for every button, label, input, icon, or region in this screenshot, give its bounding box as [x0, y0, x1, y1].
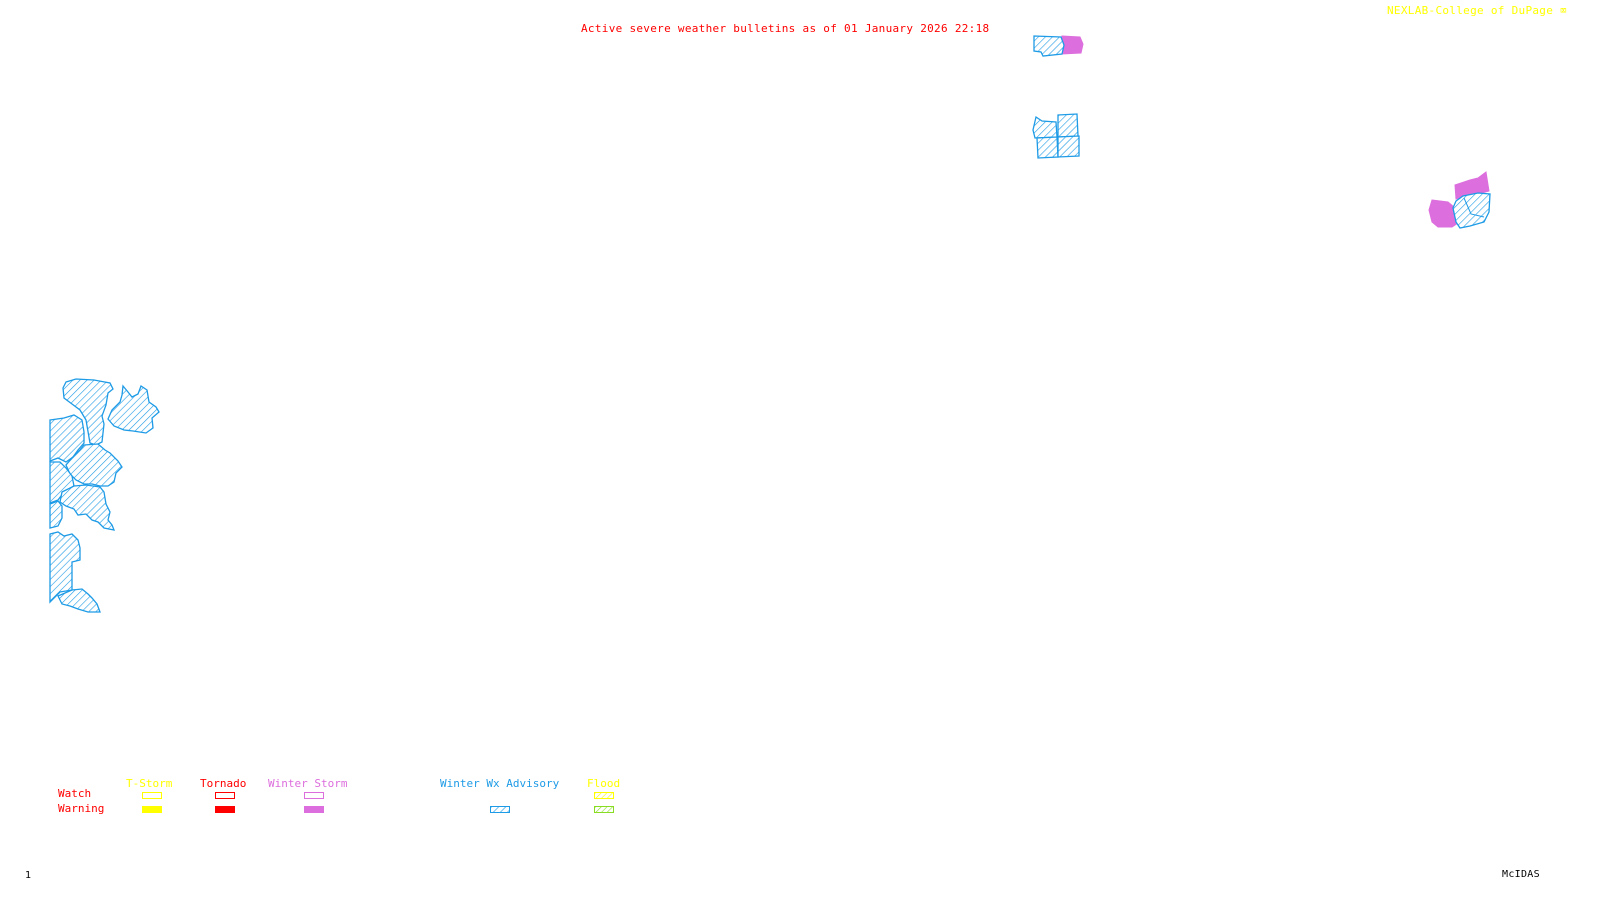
winter-storm-warning-swatch — [304, 806, 324, 813]
winter-advisory-area — [59, 484, 116, 531]
winter-advisory-area — [1452, 192, 1491, 229]
credit-text: NEXLAB-College of DuPage — [1387, 4, 1554, 17]
legend-header-winter-storm: Winter Storm — [268, 777, 348, 790]
tstorm-watch-swatch — [142, 792, 162, 799]
winter-advisory-area — [57, 588, 101, 613]
legend-header-winter-wx-advisory: Winter Wx Advisory — [440, 777, 560, 790]
tornado-warning-swatch — [215, 806, 235, 813]
frame-number: 1 — [25, 870, 32, 881]
mcidas-label: McIDAS — [1502, 869, 1540, 880]
flood-warning-swatch — [594, 806, 614, 813]
winter-advisory-area — [65, 443, 123, 487]
legend-row-watch: Watch — [58, 787, 92, 800]
winter-advisory-area — [1032, 115, 1058, 139]
winter-storm-watch-swatch — [304, 792, 324, 799]
winter-storm-warning-area — [1061, 35, 1084, 55]
area-north-central-pair[interactable] — [1033, 35, 1084, 57]
tstorm-warning-swatch — [142, 806, 162, 813]
winter-advisory-area — [1057, 135, 1080, 158]
winter-advisory-area — [1033, 35, 1065, 57]
winter-storm-warning-area — [1428, 199, 1459, 228]
winter-advisory-area — [62, 378, 114, 446]
credit-label: NEXLAB-College of DuPage ⌧ — [1387, 5, 1567, 17]
area-north-central-cluster[interactable] — [1032, 113, 1080, 159]
winter-wx-advisory-swatch — [490, 806, 510, 813]
area-west-coast[interactable] — [49, 378, 160, 613]
legend-header-tstorm: T-Storm — [126, 777, 173, 790]
area-northeast-cluster[interactable] — [1428, 171, 1491, 229]
tornado-watch-swatch — [215, 792, 235, 799]
map-title: Active severe weather bulletins as of 01… — [581, 22, 990, 35]
winter-advisory-area — [1036, 136, 1059, 159]
logo-icon: ⌧ — [1553, 4, 1568, 17]
legend-header-tornado: Tornado — [200, 777, 247, 790]
winter-advisory-area — [49, 414, 85, 463]
winter-advisory-area — [1057, 113, 1079, 138]
winter-advisory-area — [107, 384, 160, 434]
legend-header-flood: Flood — [587, 777, 621, 790]
winter-advisory-area — [49, 531, 81, 604]
legend-row-warning: Warning — [58, 802, 105, 815]
winter-advisory-area — [49, 500, 63, 529]
flood-watch-swatch — [594, 792, 614, 799]
